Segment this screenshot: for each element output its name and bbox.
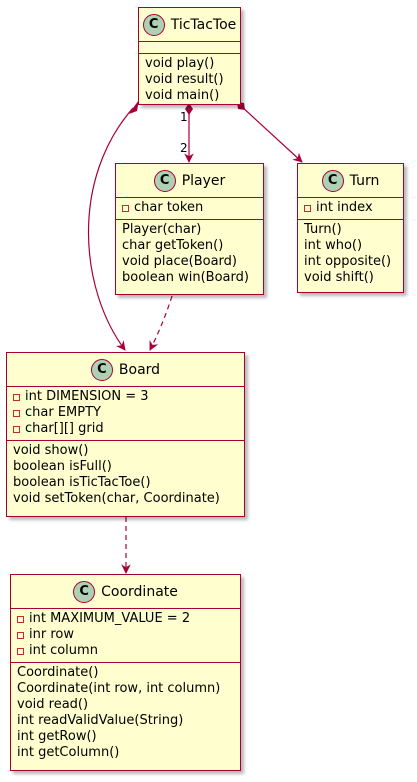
method: boolean isFull() bbox=[13, 459, 112, 474]
multiplicity-target: 2 bbox=[180, 141, 188, 155]
class-board: C Board int DIMENSION = 3 char EMPTY cha… bbox=[6, 352, 245, 517]
class-name: TicTacToe bbox=[170, 16, 237, 33]
method: void play() bbox=[145, 56, 215, 71]
attributes-section: int index bbox=[298, 198, 403, 220]
class-tictactoe: C TicTacToe void play() void result() vo… bbox=[138, 7, 241, 105]
attribute: int MAXIMUM_VALUE = 2 bbox=[17, 611, 234, 627]
method: int getColumn() bbox=[17, 745, 120, 760]
method: void setToken(char, Coordinate) bbox=[13, 491, 220, 506]
method: void show() bbox=[13, 443, 89, 458]
class-header: C Turn bbox=[298, 164, 403, 198]
class-badge-icon: C bbox=[153, 169, 176, 192]
methods-section: void show() boolean isFull() boolean isT… bbox=[7, 441, 244, 510]
private-icon bbox=[13, 409, 20, 417]
method: int opposite() bbox=[304, 254, 392, 269]
attribute: inr row bbox=[17, 627, 234, 643]
attribute: char[][] grid bbox=[13, 421, 238, 437]
class-badge-icon: C bbox=[142, 13, 165, 36]
private-icon bbox=[13, 393, 20, 401]
composition-diamond-board bbox=[129, 100, 139, 114]
class-coordinate: C Coordinate int MAXIMUM_VALUE = 2 inr r… bbox=[10, 574, 241, 771]
attributes-section: char token bbox=[116, 198, 263, 220]
method: boolean win(Board) bbox=[122, 270, 249, 285]
methods-section: void play() void result() void main() bbox=[139, 54, 240, 107]
private-icon bbox=[13, 425, 20, 433]
attributes-section bbox=[139, 42, 240, 54]
class-turn: C Turn int index Turn() int who() int op… bbox=[297, 163, 404, 293]
dependency-player-board bbox=[149, 295, 173, 351]
method: int getRow() bbox=[17, 729, 97, 744]
method: char getToken() bbox=[122, 238, 224, 253]
private-icon bbox=[304, 204, 311, 212]
method: Coordinate() bbox=[17, 665, 99, 680]
private-icon bbox=[17, 631, 24, 639]
attribute: int index bbox=[304, 200, 397, 216]
attributes-section: int MAXIMUM_VALUE = 2 inr row int column bbox=[11, 609, 240, 663]
class-player: C Player char token Player(char) char ge… bbox=[115, 163, 264, 295]
method: void result() bbox=[145, 72, 224, 87]
method: Coordinate(int row, int column) bbox=[17, 681, 221, 696]
private-icon bbox=[17, 615, 24, 623]
methods-section: Player(char) char getToken() void place(… bbox=[116, 220, 263, 289]
class-name: Player bbox=[181, 172, 226, 189]
composition-tictactoe-turn bbox=[240, 105, 303, 163]
method: Turn() bbox=[304, 222, 342, 237]
methods-section: Turn() int who() int opposite() void shi… bbox=[298, 220, 403, 289]
methods-section: Coordinate() Coordinate(int row, int col… bbox=[11, 663, 240, 764]
class-name: Turn bbox=[349, 172, 380, 189]
class-header: C Player bbox=[116, 164, 263, 198]
class-name: Coordinate bbox=[101, 583, 178, 600]
attribute: char token bbox=[122, 200, 257, 216]
class-name: Board bbox=[118, 361, 161, 378]
method: int readValidValue(String) bbox=[17, 713, 184, 728]
attribute: int column bbox=[17, 643, 234, 659]
class-header: C Board bbox=[7, 353, 244, 387]
multiplicity-source: 1 bbox=[180, 110, 188, 124]
class-header: C TicTacToe bbox=[139, 8, 240, 42]
composition-diamond-player bbox=[185, 103, 193, 115]
method: void place(Board) bbox=[122, 254, 237, 269]
class-badge-icon: C bbox=[73, 580, 96, 603]
method: void main() bbox=[145, 88, 220, 103]
method: Player(char) bbox=[122, 222, 202, 237]
method: boolean isTicTacToe() bbox=[13, 475, 151, 490]
attributes-section: int DIMENSION = 3 char EMPTY char[][] gr… bbox=[7, 387, 244, 441]
attribute: int DIMENSION = 3 bbox=[13, 389, 238, 405]
method: void shift() bbox=[304, 270, 374, 285]
private-icon bbox=[17, 647, 24, 655]
class-header: C Coordinate bbox=[11, 575, 240, 609]
composition-tictactoe-board bbox=[87, 107, 134, 351]
class-badge-icon: C bbox=[90, 358, 113, 381]
method: int who() bbox=[304, 238, 363, 253]
class-badge-icon: C bbox=[321, 169, 344, 192]
attribute: char EMPTY bbox=[13, 405, 238, 421]
private-icon bbox=[122, 204, 129, 212]
method: void read() bbox=[17, 697, 89, 712]
